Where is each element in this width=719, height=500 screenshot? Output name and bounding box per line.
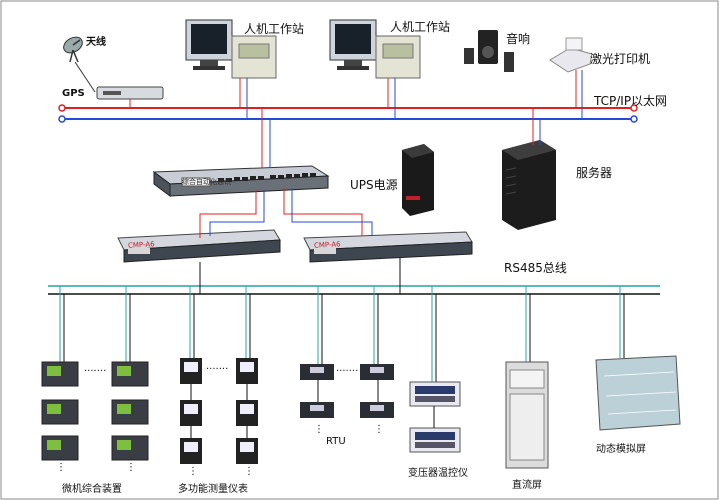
workstation-1-label: 人机工作站 — [244, 22, 305, 36]
transformer-controller-icons — [409, 381, 461, 453]
workstation-2-icon — [329, 19, 421, 79]
protection-dots-1: ······· — [84, 366, 107, 377]
network-label: TCP/IP以太网 — [594, 94, 668, 108]
rtu-icons — [300, 364, 394, 418]
antenna-cable — [74, 61, 96, 93]
meter-vdots-2: ⋮ — [244, 466, 254, 477]
network-switch-icon — [152, 165, 330, 197]
printer-label: 激光打印机 — [590, 52, 651, 66]
dc-panel-label: 直流屏 — [512, 480, 542, 491]
concentrator-2-icon — [303, 231, 473, 263]
field-drops-black — [63, 294, 625, 382]
mimic-panel-icon — [595, 355, 681, 431]
workstation-2-label: 人机工作站 — [390, 20, 451, 34]
switch-to-conc2-blue — [291, 188, 373, 236]
rs485-label: RS485总线 — [504, 261, 567, 275]
transformer-label: 变压器温控仪 — [408, 468, 468, 479]
rtu-dots-1: ······· — [336, 366, 359, 377]
meters-label: 多功能测量仪表 — [178, 484, 248, 495]
antenna-label: 天线 — [86, 37, 106, 48]
red-bus-start-node — [58, 104, 66, 112]
blue-bus-end-node — [630, 115, 638, 123]
switch-screen-label: 综合自动化通讯 — [182, 178, 231, 186]
switch-to-conc1-blue — [209, 190, 265, 236]
meter-icons — [180, 358, 258, 464]
printer-icon — [549, 37, 593, 73]
rtu-vdots-2: ⋮ — [374, 424, 384, 435]
gps-unit-icon — [96, 86, 164, 100]
antenna-icon — [63, 36, 83, 63]
protection-device-icons — [41, 361, 149, 461]
speaker-icon — [464, 30, 514, 72]
mimic-label: 动态模拟屏 — [596, 444, 646, 455]
protection-vdots-1: ⋮ — [56, 462, 66, 473]
blue-bus-start-node — [58, 115, 66, 123]
rtu-label: RTU — [326, 436, 346, 447]
ups-icon — [402, 144, 434, 216]
switch-to-conc2-red — [283, 188, 363, 236]
concentrator-1-icon — [117, 229, 281, 263]
meter-vdots-1: ⋮ — [188, 466, 198, 477]
concentrator-1-label: CMP-A6 — [127, 240, 155, 250]
workstation-1-icon — [185, 19, 277, 79]
speaker-label: 音响 — [506, 32, 531, 46]
field-drops-teal — [59, 286, 621, 382]
server-label: 服务器 — [576, 166, 613, 180]
switch-to-conc1-red — [199, 190, 257, 238]
gps-label: GPS — [62, 88, 85, 99]
dc-panel-icon — [505, 361, 549, 469]
rtu-vdots-1: ⋮ — [314, 424, 324, 435]
red-bus-end-node — [630, 104, 638, 112]
concentrator-2-label: CMP-A6 — [313, 240, 341, 250]
server-icon — [502, 140, 556, 230]
protection-vdots-2: ⋮ — [126, 462, 136, 473]
meter-dots-1: ······· — [206, 364, 229, 375]
ups-label: UPS电源 — [350, 178, 398, 192]
protection-label: 微机综合装置 — [62, 484, 122, 495]
